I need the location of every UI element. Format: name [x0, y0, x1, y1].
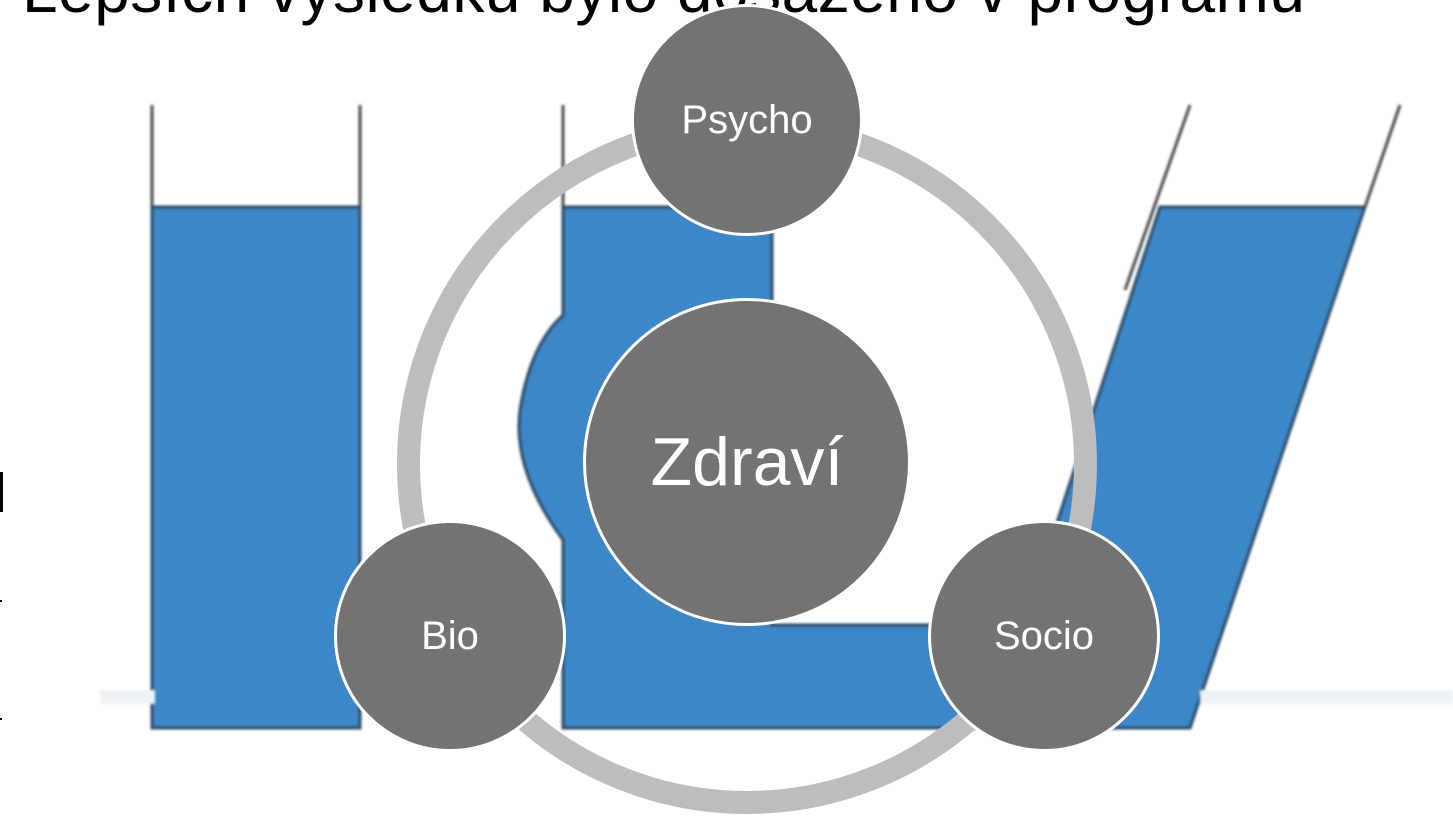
node-bio: Bio	[334, 520, 566, 752]
center-node-label: Zdraví	[650, 424, 844, 500]
node-socio: Socio	[928, 520, 1160, 752]
node-psycho: Psycho	[631, 4, 863, 236]
node-socio-label: Socio	[993, 613, 1095, 658]
node-bio-label: Bio	[421, 613, 479, 658]
text-cursor-mark	[0, 472, 3, 512]
bullet-mark	[0, 600, 2, 602]
slide-title: Lepších výsledků bylo dosaženo v program…	[22, 0, 1305, 22]
bullet-mark	[0, 718, 2, 720]
center-node-zdravi: Zdraví	[583, 298, 911, 626]
node-psycho-label: Psycho	[681, 97, 813, 142]
